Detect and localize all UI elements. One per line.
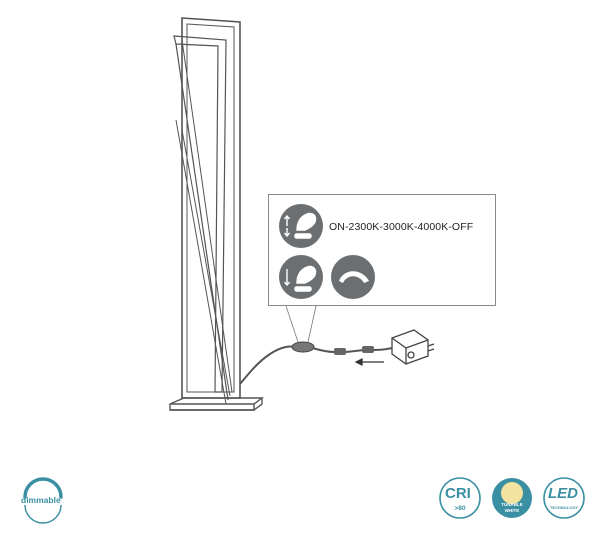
foot-switch [285,305,317,353]
power-adapter [391,329,435,365]
lamp-base [169,397,265,411]
disconnect-arrow [354,358,384,366]
tunable-white-badge: TUNABLE WHITE [490,476,534,525]
dimmable-badge: dimmable [18,476,68,531]
led-badge: LED TECHNOLOGY [542,476,586,525]
switch-callout: ON-2300K-3000K-4000K-OFF [268,194,496,306]
toggle-press-icon [279,204,323,248]
press-hold-icon [279,255,323,299]
cri-badge: CRI >80 [438,476,482,525]
led-sub: TECHNOLOGY [549,505,579,510]
tunable-line1: TUNABLE [501,502,523,507]
dimmable-ring-icon [23,477,63,524]
tunable-line2: WHITE [504,508,520,513]
led-label: LED [548,485,578,502]
dimming-arc-icon [331,255,375,299]
connector-plug [334,346,374,355]
cri-value: >80 [454,505,466,512]
cri-label: CRI [445,485,471,502]
color-temperature-sequence: ON-2300K-3000K-4000K-OFF [329,221,474,233]
lamp-frame [173,17,241,405]
dimmable-label: dimmable [21,495,61,505]
